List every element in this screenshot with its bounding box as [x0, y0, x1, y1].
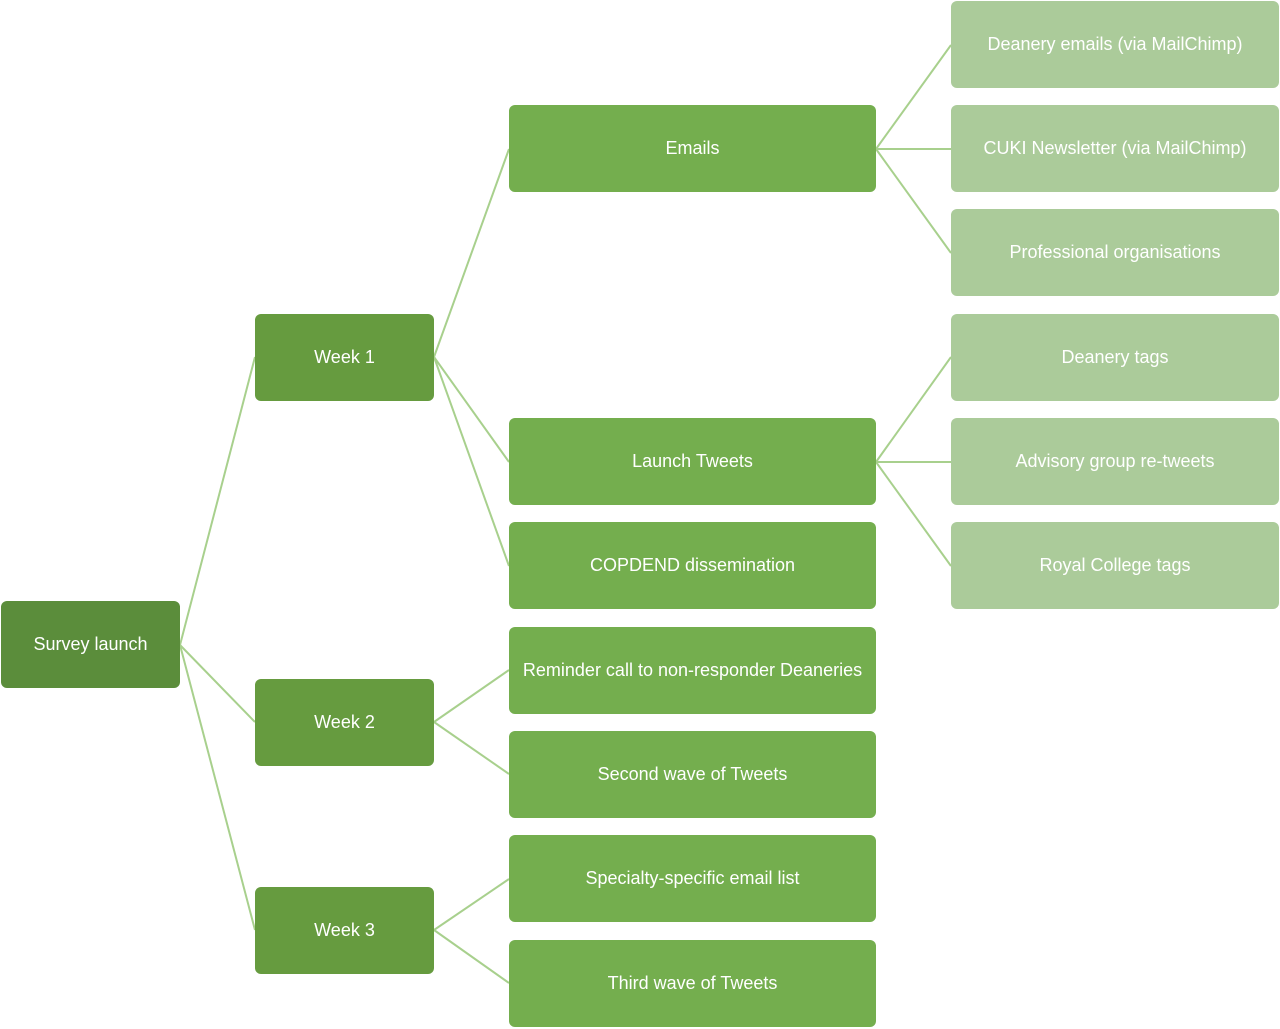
connector-root-week3 — [179, 644, 256, 931]
connector-tweets-deanery-tags — [875, 356, 952, 463]
node-deanery-emails: Deanery emails (via MailChimp) — [951, 1, 1279, 88]
connector-week1-emails — [433, 148, 510, 358]
node-survey-launch: Survey launch — [1, 601, 180, 688]
node-emails: Emails — [509, 105, 876, 192]
connector-week3-specialty — [433, 878, 510, 931]
node-third-wave-tweets: Third wave of Tweets — [509, 940, 876, 1027]
node-week-2: Week 2 — [255, 679, 434, 766]
connector-week2-reminder — [433, 669, 510, 723]
connector-emails-professional — [875, 148, 952, 254]
node-advisory-group-retweets: Advisory group re-tweets — [951, 418, 1279, 505]
node-week-1: Week 1 — [255, 314, 434, 401]
connector-week1-copdend — [433, 356, 510, 567]
node-royal-college-tags: Royal College tags — [951, 522, 1279, 609]
node-professional-organisations: Professional organisations — [951, 209, 1279, 296]
node-specialty-email-list: Specialty-specific email list — [509, 835, 876, 922]
connector-root-week2 — [179, 644, 256, 723]
connector-week2-second-wave — [433, 721, 510, 775]
node-copdend-dissemination: COPDEND dissemination — [509, 522, 876, 609]
node-second-wave-tweets: Second wave of Tweets — [509, 731, 876, 818]
connector-root-week1 — [179, 356, 256, 646]
connector-week3-third-wave — [433, 929, 510, 984]
connector-emails-deanery-emails — [875, 44, 952, 150]
node-deanery-tags: Deanery tags — [951, 314, 1279, 401]
connector-week1-launch-tweets — [433, 356, 510, 463]
connector-tweets-royal-college — [875, 461, 952, 567]
node-week-3: Week 3 — [255, 887, 434, 974]
node-cuki-newsletter: CUKI Newsletter (via MailChimp) — [951, 105, 1279, 192]
node-reminder-call: Reminder call to non-responder Deaneries — [509, 627, 876, 714]
node-launch-tweets: Launch Tweets — [509, 418, 876, 505]
